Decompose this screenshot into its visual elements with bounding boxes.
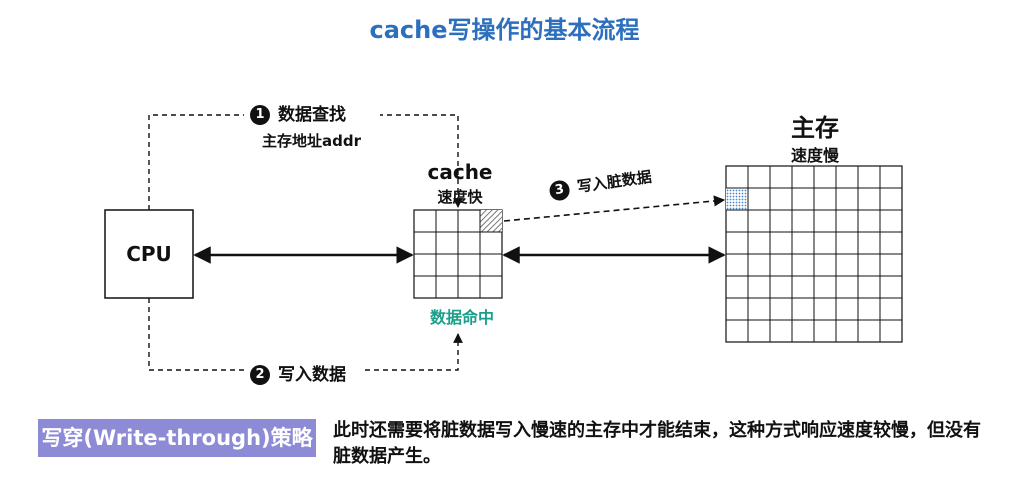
address-label: 主存地址addr xyxy=(262,132,361,150)
policy-description: 此时还需要将脏数据写入慢速的主存中才能结束，这种方式响应速度较慢，但没有脏数据产… xyxy=(333,420,981,467)
step-1-number: 1 xyxy=(250,105,270,125)
memory-grid xyxy=(725,165,903,343)
cache-speed: 速度快 xyxy=(437,188,483,206)
cache-hit-label: 数据命中 xyxy=(429,308,494,327)
step-3-number: 3 xyxy=(548,178,571,202)
cache-dirty-cell xyxy=(480,210,502,232)
page-title: cache写操作的基本流程 xyxy=(369,16,640,44)
step-1-label: 1 数据查找 xyxy=(250,100,346,125)
dirty-write-path xyxy=(503,195,726,222)
step-1-text: 数据查找 xyxy=(278,105,346,125)
cache-grid xyxy=(413,209,503,299)
cpu-box xyxy=(104,209,194,299)
memory-title: 主存 xyxy=(791,114,839,142)
step-2-number: 2 xyxy=(250,365,270,385)
memory-dirty-cell xyxy=(726,188,748,210)
step-2-text: 写入数据 xyxy=(278,365,346,385)
policy-badge: 写穿(Write-through)策略 xyxy=(38,419,316,457)
cache-title: cache xyxy=(427,160,493,184)
cpu-label: CPU xyxy=(126,242,172,266)
step-2-label: 2 写入数据 xyxy=(250,360,346,385)
memory-speed: 速度慢 xyxy=(790,146,839,165)
lookup-path xyxy=(148,114,463,210)
